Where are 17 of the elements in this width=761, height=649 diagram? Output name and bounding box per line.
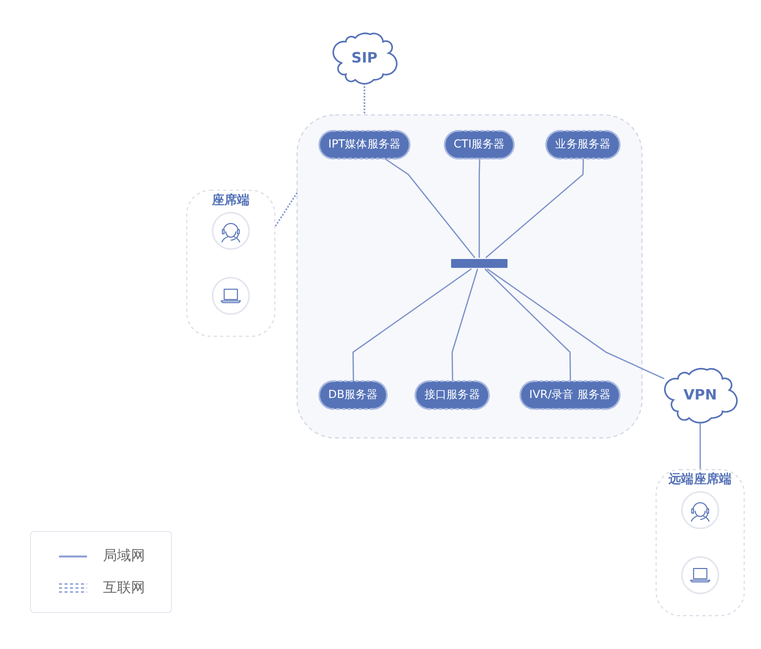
legend-label: 互联网 <box>103 579 145 597</box>
node-picture <box>212 276 250 315</box>
connector <box>352 268 472 382</box>
connector <box>384 158 476 258</box>
connector <box>364 83 366 115</box>
node-picture <box>212 212 250 250</box>
connector <box>485 158 584 258</box>
connector <box>478 158 480 258</box>
node-picture <box>681 556 720 594</box>
connector <box>700 422 701 470</box>
connector <box>486 268 664 380</box>
connector <box>452 268 478 382</box>
connector <box>484 268 572 382</box>
connector <box>274 192 298 228</box>
legend-label: 局域网 <box>103 547 145 565</box>
node-picture <box>681 491 720 530</box>
cluster <box>296 114 643 438</box>
